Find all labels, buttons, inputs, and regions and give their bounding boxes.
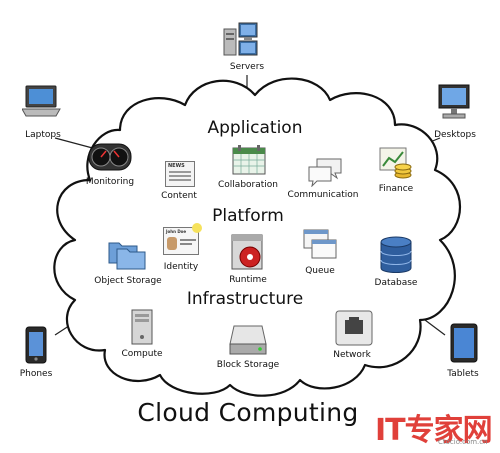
hard-drive-icon [229, 325, 267, 355]
phone-icon [25, 326, 47, 364]
watermark-site: Ctocio.com.cn [438, 438, 488, 446]
application-section-title: Application [207, 118, 303, 138]
servers-icon [223, 22, 258, 56]
communication-label: Communication [287, 190, 359, 200]
content-label: Content [161, 191, 197, 201]
folders-icon [108, 242, 146, 270]
runtime-icon [231, 234, 263, 270]
compute-label: Compute [121, 349, 163, 359]
diagram-title: Cloud Computing [137, 398, 359, 427]
finance-label: Finance [378, 184, 414, 194]
phones-label: Phones [19, 369, 53, 379]
finance-icon [379, 147, 412, 179]
network-jack-icon [335, 310, 373, 346]
gauge-icon [88, 143, 132, 171]
windows-stack-icon [303, 229, 337, 259]
desktop-icon [438, 84, 470, 119]
newspaper-icon: NEWS [165, 161, 195, 187]
tablet-icon [450, 323, 478, 363]
queue-label: Queue [305, 266, 335, 276]
chat-bubbles-icon [308, 158, 342, 187]
id-card-name: John Doe [166, 229, 187, 234]
laptops-label: Laptops [25, 130, 61, 140]
tower-server-icon [131, 309, 153, 345]
database-icon [380, 236, 412, 273]
block-storage-label: Block Storage [216, 360, 280, 370]
calendar-icon [232, 145, 266, 175]
object-storage-label: Object Storage [94, 276, 162, 286]
infrastructure-section-title: Infrastructure [186, 289, 304, 309]
servers-label: Servers [229, 62, 265, 72]
network-label: Network [333, 350, 371, 360]
id-card-icon: John Doe [163, 223, 202, 255]
collaboration-label: Collaboration [218, 180, 278, 190]
newspaper-icon-headline: NEWS [168, 163, 185, 169]
runtime-label: Runtime [229, 275, 267, 285]
tablets-label: Tablets [447, 369, 479, 379]
watermark-brand: IT专家网 [375, 413, 493, 448]
laptop-icon [22, 85, 61, 117]
desktops-label: Desktops [434, 130, 476, 140]
identity-label: Identity [163, 262, 199, 272]
database-label: Database [374, 278, 418, 288]
platform-section-title: Platform [212, 206, 284, 226]
monitoring-label: Monitoring [85, 177, 135, 187]
